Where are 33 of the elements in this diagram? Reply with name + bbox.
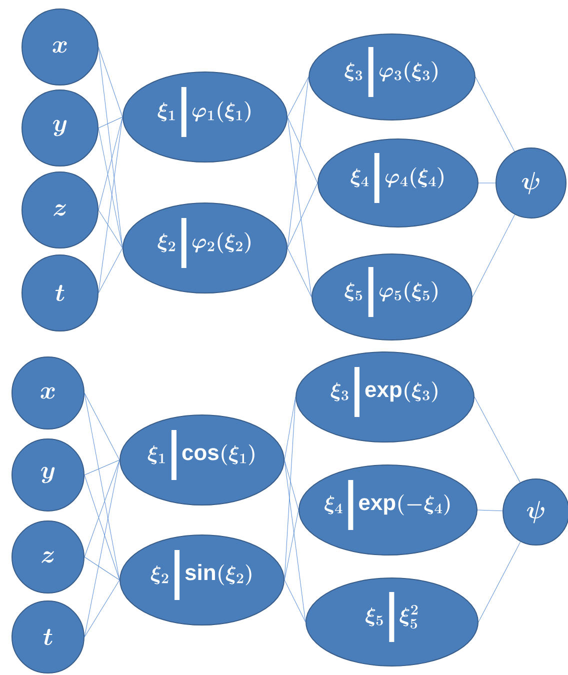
connection-line — [478, 541, 521, 622]
connection-line — [477, 510, 503, 512]
connection-line — [284, 396, 296, 460]
connection-line — [98, 116, 123, 210]
connection-line — [98, 128, 123, 248]
connection-line — [84, 474, 120, 580]
connection-line — [287, 76, 309, 118]
connection-line — [478, 182, 496, 184]
connection-line — [284, 460, 299, 510]
connection-line — [284, 580, 306, 622]
connection-line — [98, 116, 123, 128]
connection-line — [84, 392, 120, 580]
connection-line — [284, 460, 306, 622]
connection-line — [98, 210, 123, 248]
connection-line — [98, 116, 123, 294]
connection-line — [98, 46, 123, 118]
connection-line — [284, 510, 299, 580]
connection-line — [84, 460, 120, 558]
connection-line — [287, 116, 312, 298]
connection-line — [84, 556, 120, 580]
connection-line — [84, 392, 120, 460]
connection-line — [287, 116, 318, 184]
connection-line — [287, 182, 318, 248]
connection-line — [98, 248, 123, 294]
connection-line — [474, 396, 520, 483]
connection-line — [475, 76, 515, 152]
connection-line — [472, 214, 516, 298]
connection-line — [84, 460, 120, 476]
connection-line — [84, 460, 120, 638]
connection-line — [84, 580, 120, 638]
connection-line — [287, 76, 309, 248]
connection-line — [284, 396, 296, 580]
connection-line — [287, 248, 312, 298]
